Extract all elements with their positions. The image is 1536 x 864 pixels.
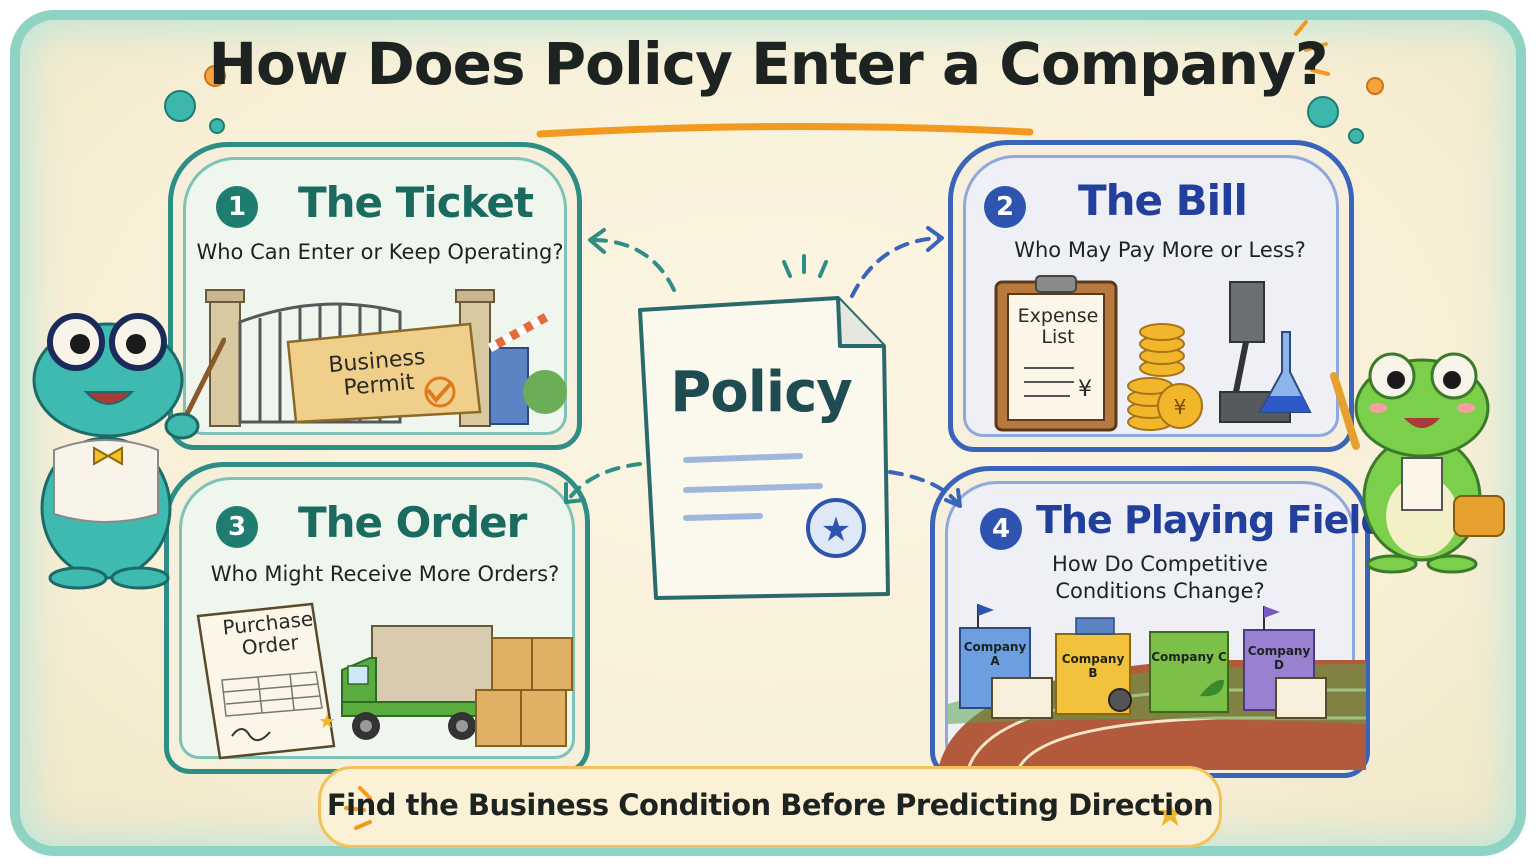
card-title: The Order (298, 498, 527, 547)
bubble-decoration (204, 65, 226, 87)
card-number-badge: 3 (216, 506, 258, 548)
arrow-to-field (888, 470, 960, 506)
bubble-decoration (164, 90, 196, 122)
student-frog-mascot (1330, 352, 1505, 574)
order-illustration: ★ (196, 602, 573, 760)
arrow-to-bill (850, 236, 942, 298)
footer-decorations: ★ (344, 786, 1186, 835)
company-d-label: Company D (1247, 644, 1311, 672)
card-subtitle: Who Might Receive More Orders? (210, 562, 560, 586)
card-subtitle: Who Can Enter or Keep Operating? (196, 240, 564, 264)
teacher-frog-mascot (32, 313, 226, 590)
bubble-decoration (209, 118, 225, 134)
card-subtitle-line2: Conditions Change? (1055, 579, 1265, 603)
star-icon: ★ (318, 709, 336, 733)
bubble-decoration (1307, 96, 1339, 128)
card-subtitle-line1: How Do Competitive (1052, 552, 1268, 576)
expense-illustration: ¥ (994, 275, 1312, 432)
bubble-decoration (1348, 128, 1364, 144)
spark-icon (1294, 20, 1330, 76)
bubble-decoration (1366, 77, 1384, 95)
yen-coin-icon: ¥ (1174, 395, 1187, 419)
card-number-badge: 1 (216, 186, 258, 228)
arrow-to-order (566, 462, 642, 502)
star-icon: ★ (1154, 794, 1186, 835)
card-subtitle: Who May Pay More or Less? (1014, 238, 1306, 262)
star-seal-icon: ★ (821, 510, 851, 550)
footer-text: Find the Business Condition Before Predi… (326, 788, 1214, 822)
playing-field-illustration (938, 604, 1366, 770)
card-title: The Ticket (298, 178, 534, 227)
card-title: The Bill (1078, 176, 1248, 225)
yen-symbol: ¥ (1078, 377, 1092, 402)
card-number-badge: 2 (984, 186, 1026, 228)
arrow-to-ticket (590, 238, 676, 292)
policy-document-icon: ★ (638, 296, 890, 600)
company-a-label: Company A (963, 640, 1027, 668)
card-title: The Playing Field (1036, 498, 1388, 542)
page-title: How Does Policy Enter a Company? (208, 30, 1328, 98)
company-b-label: Company B (1061, 652, 1125, 680)
emphasis-marks (782, 254, 828, 278)
expense-list-label: Expense List (1017, 305, 1099, 348)
company-c-label: Company C (1151, 650, 1227, 664)
gate-illustration (205, 289, 567, 427)
card-number-badge: 4 (980, 508, 1022, 550)
title-underline (536, 122, 1034, 138)
spark-icon (344, 786, 372, 830)
footer-banner (318, 766, 1222, 848)
policy-label: Policy (670, 360, 853, 425)
